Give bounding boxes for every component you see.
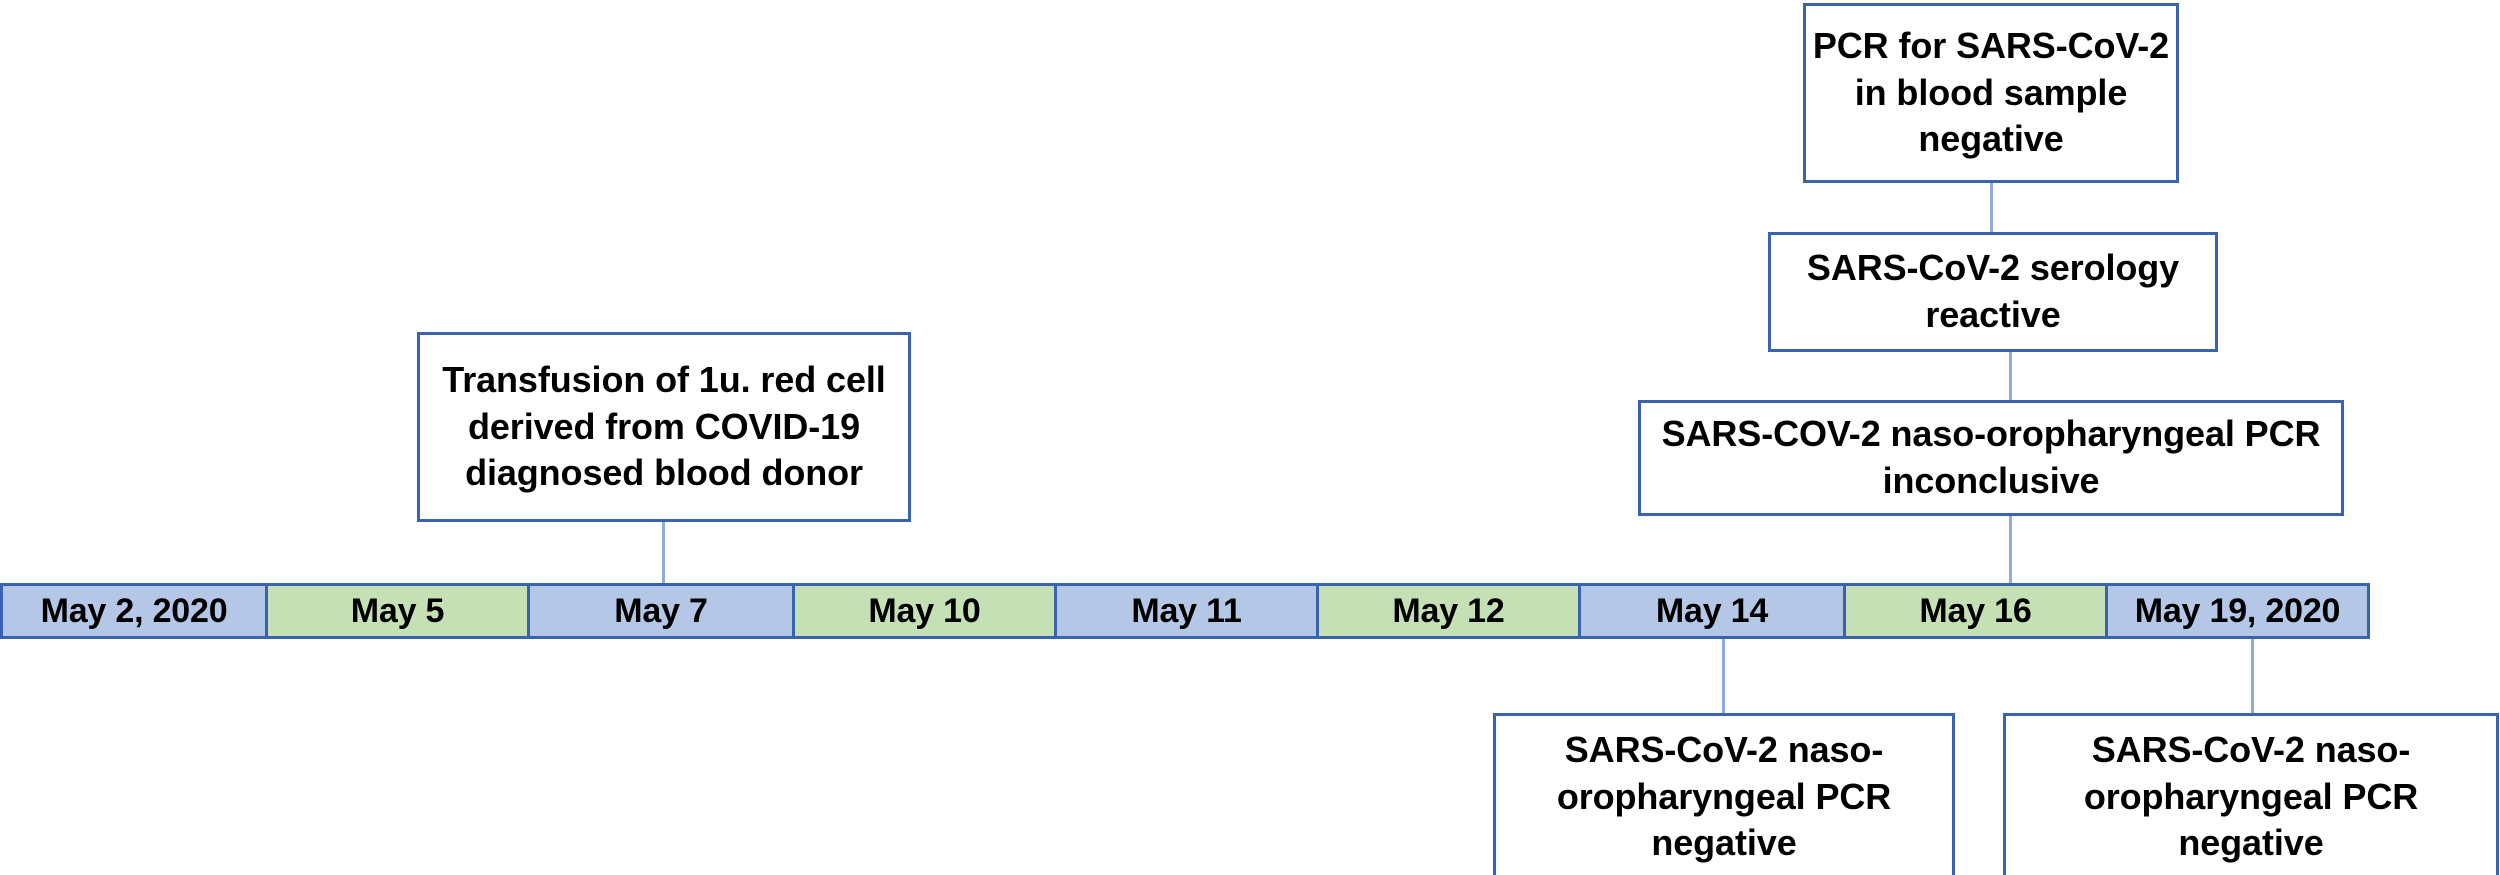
event-box-pcr-negative-may14-text: SARS-CoV-2 naso- oropharyngeal PCR negat…	[1556, 728, 1892, 864]
connector-transfusion-to-timeline	[662, 520, 665, 586]
event-box-serology-reactive-text: SARS-CoV-2 serology reactive	[1806, 247, 2180, 335]
event-box-transfusion: Transfusion of 1u. red cell derived from…	[417, 332, 911, 522]
timeline-segment[interactable]: May 11	[1054, 583, 1319, 639]
connector-timeline-to-pcr-may19	[2251, 637, 2254, 717]
timeline-segment[interactable]: May 16	[1843, 583, 2108, 639]
event-box-serology-reactive: SARS-CoV-2 serology reactive	[1768, 232, 2218, 352]
timeline-segment[interactable]: May 5	[265, 583, 530, 639]
event-box-pcr-negative-may19-text: SARS-CoV-2 naso- oropharyngeal PCR negat…	[2083, 728, 2419, 864]
event-box-pcr-negative-may14: SARS-CoV-2 naso- oropharyngeal PCR negat…	[1493, 713, 1955, 875]
timeline-segment[interactable]: May 10	[792, 583, 1057, 639]
timeline-segment[interactable]: May 12	[1316, 583, 1581, 639]
timeline-segment[interactable]: May 2, 2020	[0, 583, 268, 639]
event-box-pcr-inconclusive-text: SARS-COV-2 naso-oropharyngeal PCR inconc…	[1661, 413, 2321, 501]
event-box-pcr-blood-sample-text: PCR for SARS-CoV-2 in blood sample negat…	[1812, 24, 2170, 160]
connector-pcrblood-to-serology	[1990, 181, 1993, 236]
event-box-pcr-inconclusive: SARS-COV-2 naso-oropharyngeal PCR inconc…	[1638, 400, 2344, 516]
event-box-pcr-negative-may19: SARS-CoV-2 naso- oropharyngeal PCR negat…	[2003, 713, 2499, 875]
timeline-segment[interactable]: May 14	[1578, 583, 1846, 639]
event-box-transfusion-text: Transfusion of 1u. red cell derived from…	[442, 358, 886, 494]
connector-serology-to-inconclusive	[2009, 350, 2012, 404]
connector-inconclusive-to-timeline	[2009, 514, 2012, 586]
timeline-segment[interactable]: May 19, 2020	[2105, 583, 2370, 639]
event-box-pcr-blood-sample: PCR for SARS-CoV-2 in blood sample negat…	[1803, 3, 2179, 183]
connector-timeline-to-pcr-may14	[1722, 637, 1725, 717]
timeline-segment[interactable]: May 7	[527, 583, 795, 639]
